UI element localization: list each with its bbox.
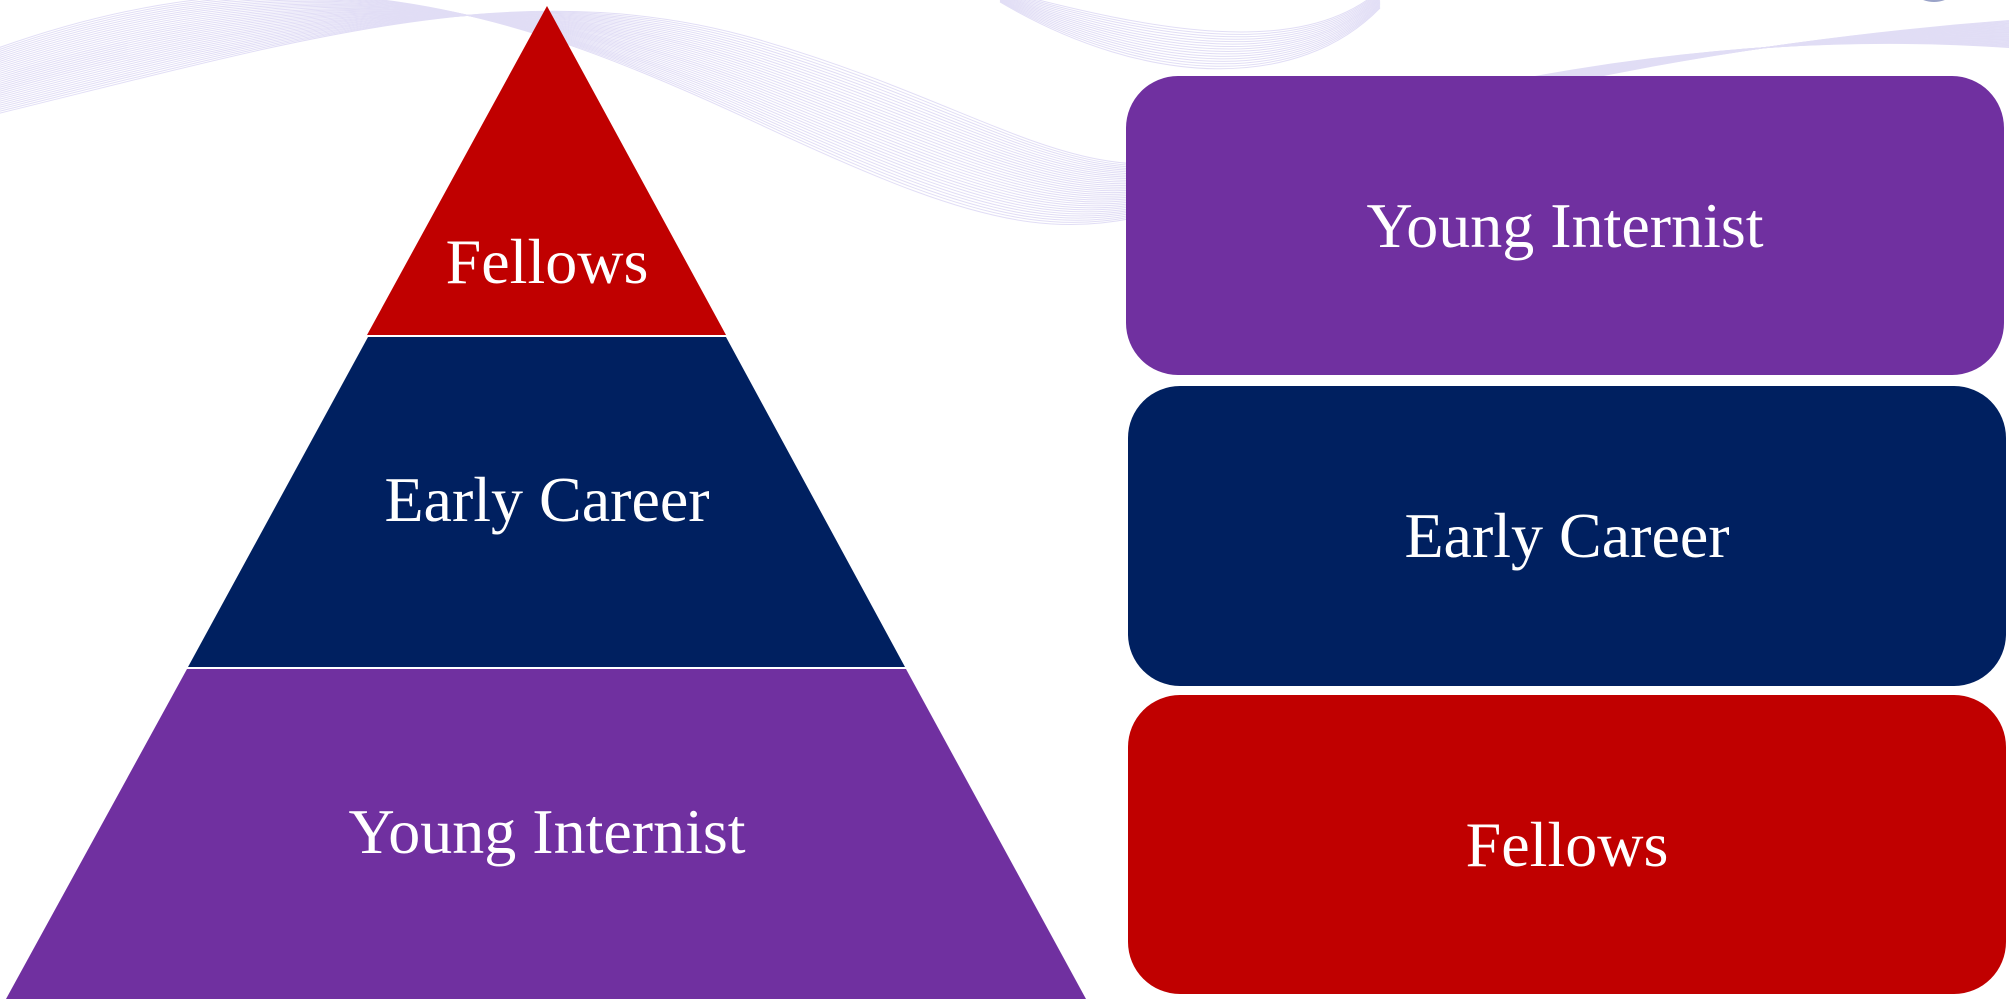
tier-box-label: Fellows [1465, 808, 1669, 880]
tier-box-early-career: Early Career [1128, 386, 2006, 686]
tier-box-label: Early Career [1404, 500, 1730, 571]
pyramid-tier-label-bottom: Young Internist [348, 796, 746, 867]
pyramid-tier-top [367, 6, 726, 335]
tier-box-fellows: Fellows [1128, 695, 2006, 994]
pyramid-tier-label-middle: Early Career [384, 464, 710, 535]
tier-box-label: Young Internist [1366, 189, 1764, 261]
tier-box-young-internist: Young Internist [1126, 76, 2004, 375]
seal-logo-fragment [1923, 0, 1945, 2]
pyramid-tier-bottom [6, 669, 1086, 999]
pyramid-tier-middle [188, 337, 905, 667]
pyramid-tier-label-top: Fellows [445, 226, 649, 297]
